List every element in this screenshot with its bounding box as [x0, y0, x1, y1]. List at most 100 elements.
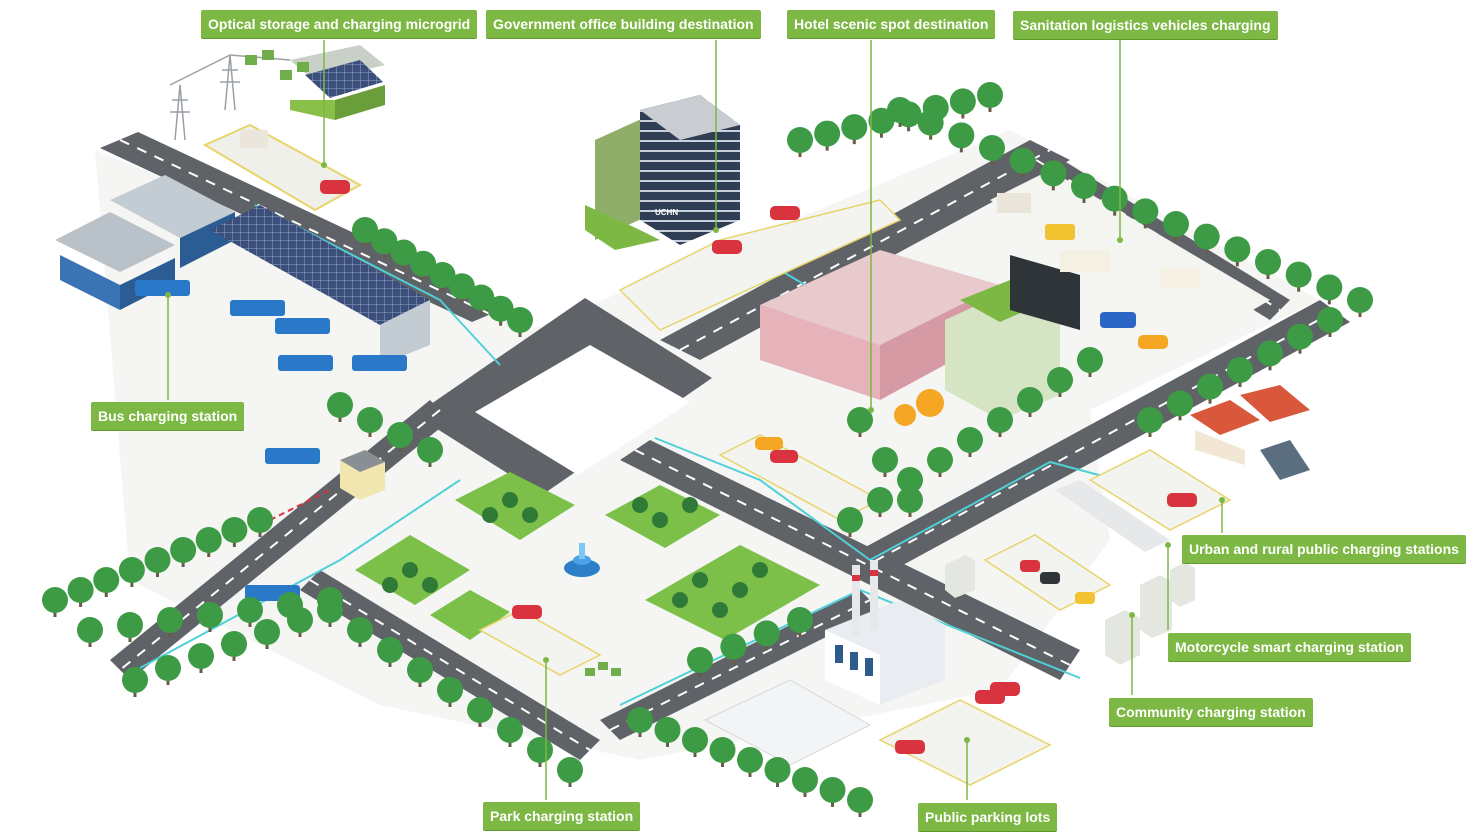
tree [654, 717, 681, 743]
tree [837, 507, 863, 533]
tree [221, 517, 248, 543]
building-brand-sign: UCHN [655, 208, 678, 217]
tree [188, 643, 214, 669]
urban-rural-charging-lot [1055, 449, 1232, 552]
tree [170, 537, 197, 563]
tree [417, 437, 443, 463]
tree-rows [42, 82, 1373, 817]
tree [1017, 387, 1043, 413]
tree [814, 120, 841, 147]
tree [979, 135, 1005, 161]
tree [682, 727, 708, 753]
label-sanitation-logistics: Sanitation logistics vehicles charging [1013, 11, 1278, 39]
tree [317, 597, 343, 623]
logistics-yard [990, 170, 1270, 349]
tree [819, 777, 846, 803]
tree [390, 239, 417, 266]
tree [841, 114, 868, 141]
tree [387, 422, 413, 448]
tree [157, 607, 183, 633]
tree [144, 547, 171, 573]
label-urban-rural-charging: Urban and rural public charging stations [1182, 535, 1466, 563]
label-optical-storage-microgrid: Optical storage and charging microgrid [201, 10, 478, 38]
label-government-office: Government office building destination [486, 10, 761, 38]
tree [352, 217, 378, 243]
park-tree [402, 562, 418, 578]
tree [557, 757, 583, 783]
tree [327, 392, 353, 418]
park-charging-lot [478, 605, 621, 676]
leader-lines [167, 40, 1223, 800]
tree [847, 787, 873, 813]
tree [1077, 347, 1103, 373]
label-public-parking: Public parking lots [918, 803, 1058, 831]
tree [371, 228, 398, 255]
park-tree [732, 582, 748, 598]
tree [927, 447, 953, 473]
tree [897, 487, 923, 513]
tree [1167, 390, 1193, 417]
tree [377, 637, 403, 663]
park-tree [422, 577, 438, 593]
tree [897, 467, 923, 493]
tree [1347, 287, 1373, 313]
tree [1193, 223, 1220, 250]
tree [507, 307, 533, 333]
houses [1190, 385, 1310, 480]
tree [67, 577, 94, 603]
tree [1257, 340, 1283, 367]
tree [709, 737, 736, 763]
tree [221, 631, 247, 657]
tree [1137, 407, 1163, 433]
tree [468, 284, 495, 311]
park-tree [672, 592, 688, 608]
park-tree [482, 507, 498, 523]
tree [1009, 147, 1036, 174]
park-tree [752, 562, 768, 578]
bus-depot [55, 175, 430, 601]
tree [42, 587, 68, 613]
tree [764, 757, 791, 783]
label-park-charging: Park charging station [483, 802, 641, 830]
park-tree [652, 512, 668, 528]
tree [917, 109, 944, 136]
tree [1132, 198, 1159, 225]
park-tree [692, 572, 708, 588]
label-hotel-scenic-spot: Hotel scenic spot destination [787, 10, 996, 38]
tree [867, 487, 893, 513]
tree [872, 447, 898, 473]
tree [1224, 236, 1251, 263]
public-parking-lot [878, 682, 1052, 786]
factory [703, 560, 945, 766]
tree [1071, 173, 1097, 199]
tree [287, 607, 313, 633]
tree [753, 620, 780, 647]
tree [527, 737, 553, 763]
tree [948, 122, 975, 149]
tree [1163, 211, 1189, 237]
tree [1287, 323, 1313, 350]
tree [887, 97, 913, 123]
tree [357, 407, 383, 433]
tree [1285, 261, 1312, 288]
tree [195, 527, 222, 553]
central-plaza [475, 345, 690, 475]
tree [448, 273, 475, 300]
tree [1317, 307, 1343, 333]
park-tree [502, 492, 518, 508]
tree [787, 127, 813, 153]
tree [1040, 160, 1067, 187]
tree [1316, 274, 1343, 301]
tree [122, 667, 148, 693]
fountain [564, 543, 600, 577]
tree [117, 612, 143, 638]
tree [792, 767, 818, 793]
tree [437, 677, 463, 703]
park-tree [632, 497, 648, 513]
tree [247, 507, 273, 533]
tree [429, 262, 456, 288]
tree [787, 607, 813, 633]
tree [1101, 185, 1128, 212]
